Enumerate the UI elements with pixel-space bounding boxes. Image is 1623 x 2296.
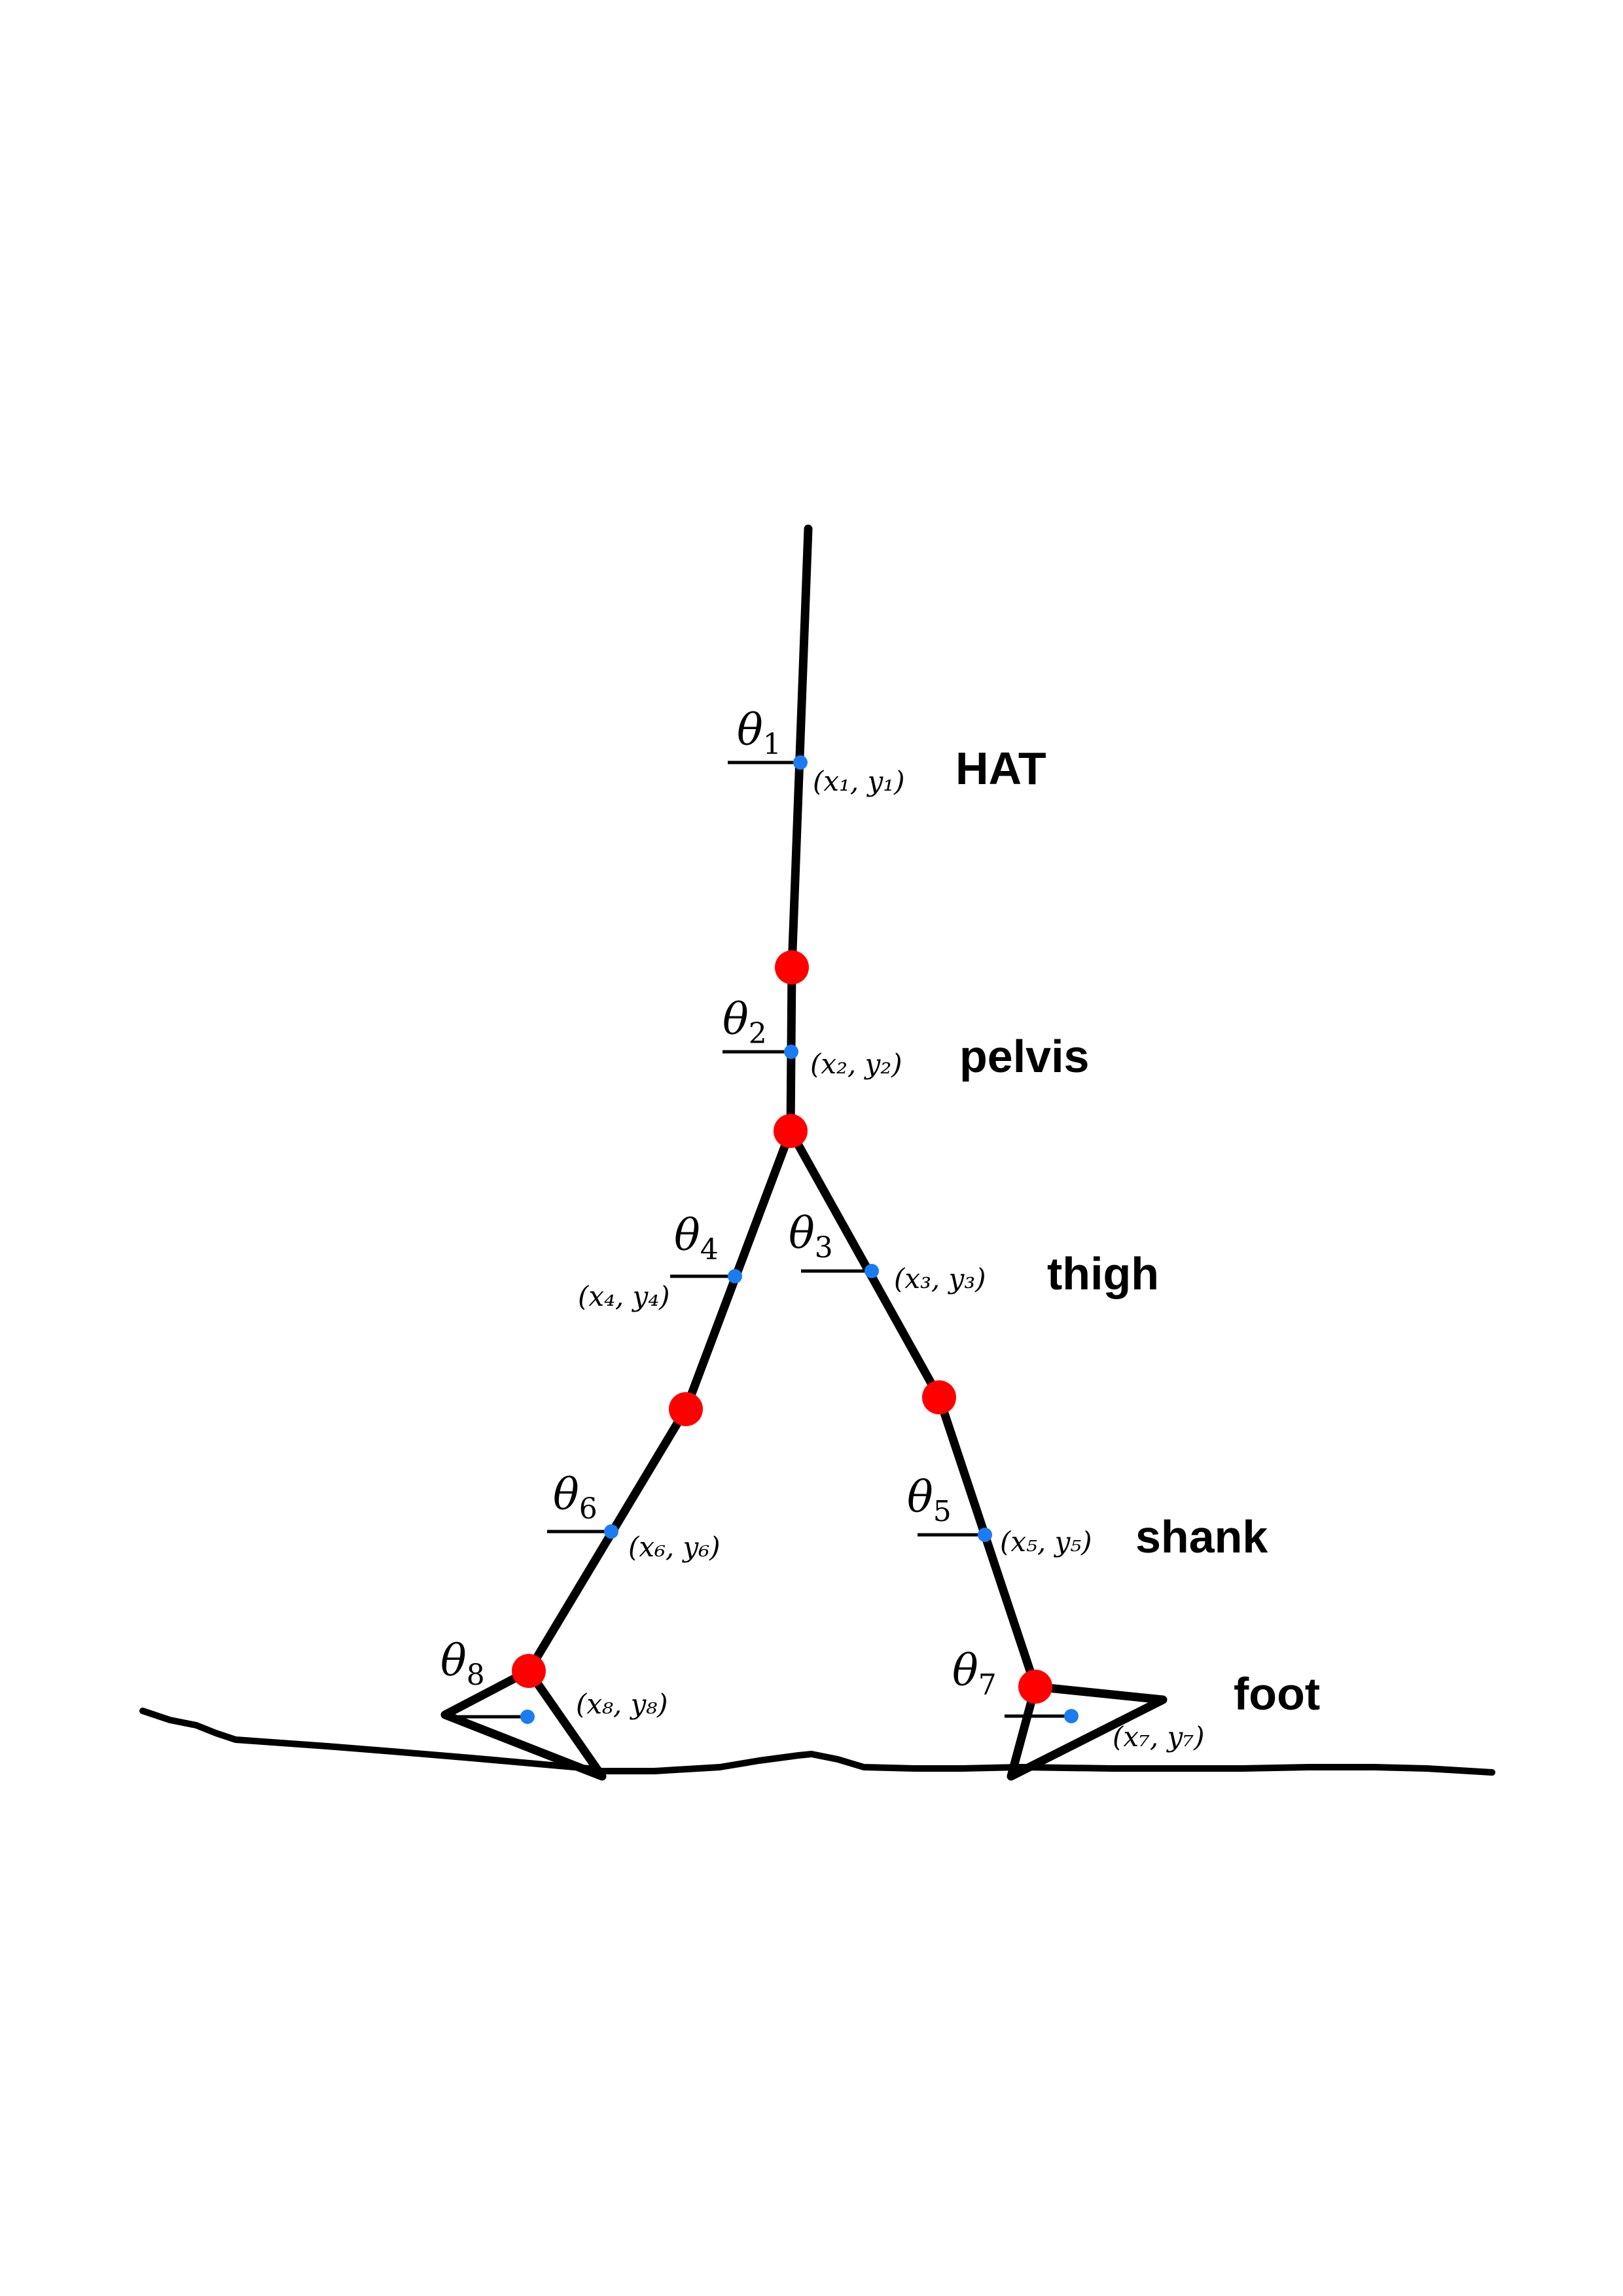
theta-5-label: θ5: [907, 1472, 952, 1528]
coord-4-label: (x₄, y₄): [578, 1280, 670, 1312]
theta-2-label: θ2: [722, 994, 767, 1050]
coord-6-label: (x₆, y₆): [628, 1531, 721, 1563]
thigh-right-segment: [786, 1126, 944, 1402]
theta-8-label: θ8: [440, 1636, 485, 1692]
ground-line: [139, 1708, 1495, 1776]
coord-2-label: (x₂, y₂): [810, 1048, 902, 1080]
joint-ankle-left: [512, 1654, 546, 1688]
theta-3-label: θ3: [789, 1208, 833, 1265]
foot-left-segment: [440, 1666, 607, 1781]
segment-label-pelvis: pelvis: [959, 1031, 1089, 1082]
com-hat: [793, 755, 808, 770]
shank-left-segment: [524, 1405, 690, 1676]
com-thigh-left: [728, 1269, 742, 1283]
com-shank-left: [604, 1524, 618, 1539]
coord-1-label: (x₁, y₁): [813, 765, 905, 797]
joint-hip: [774, 1114, 808, 1148]
segment-label-foot: foot: [1234, 1668, 1320, 1719]
coord-5-label: (x₅, y₅): [1000, 1526, 1092, 1558]
coord-8-label: (x₈, y₈): [576, 1688, 668, 1720]
theta-4-label: θ4: [674, 1210, 719, 1266]
hat-segment: [787, 524, 813, 972]
coord-3-label: (x₃, y₃): [894, 1263, 986, 1295]
com-pelvis: [784, 1045, 798, 1059]
joint-hat-pelvis: [775, 950, 809, 984]
theta-7-label: θ7: [952, 1645, 997, 1702]
joint-knee-left: [669, 1392, 703, 1426]
theta-1-label: θ1: [737, 705, 781, 761]
foot-right-segment: [1007, 1682, 1168, 1781]
com-thigh-right: [865, 1264, 879, 1278]
segment-label-hat: HAT: [955, 743, 1046, 794]
com-shank-right: [978, 1528, 992, 1542]
segment-label-thigh: thigh: [1047, 1248, 1159, 1299]
joint-knee-right: [922, 1380, 956, 1414]
com-foot-right: [1064, 1709, 1079, 1723]
joint-ankle-right: [1018, 1670, 1052, 1704]
shank-right-segment: [935, 1393, 1040, 1691]
coord-7-label: (x₇, y₇): [1113, 1721, 1205, 1753]
theta-6-label: θ6: [553, 1469, 597, 1526]
com-foot-left: [520, 1710, 535, 1724]
segment-label-shank: shank: [1135, 1511, 1268, 1562]
